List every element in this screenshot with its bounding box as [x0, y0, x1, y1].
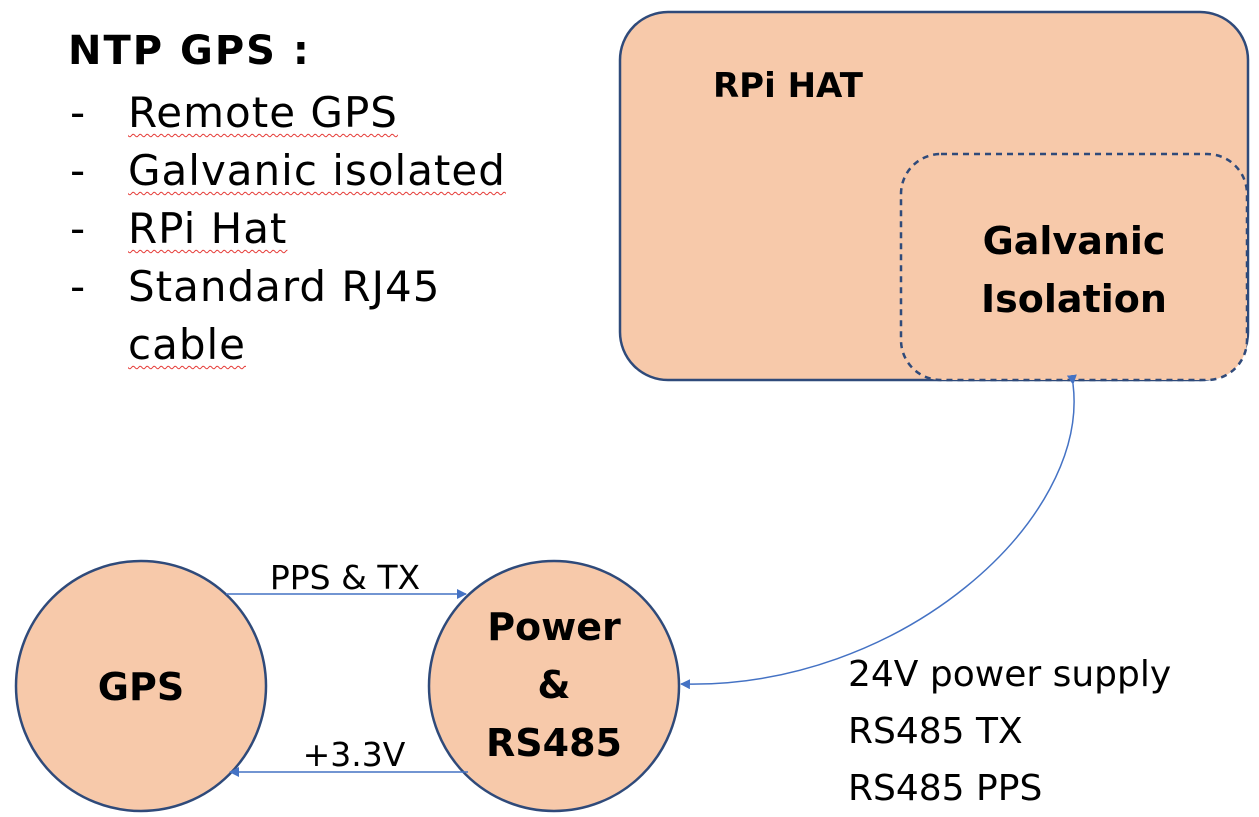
cable-signal-list: 24V power supply RS485 TX RS485 PPS	[848, 646, 1171, 817]
power-node-label-line1: Power	[487, 605, 621, 649]
rj45-cable-arrow	[680, 374, 1077, 690]
feature-item: Standard RJ45	[68, 258, 628, 316]
feature-text-continuation: cable	[128, 320, 246, 369]
cable-signal-item: RS485 PPS	[848, 768, 1043, 809]
power-rs485-node	[427, 559, 681, 813]
feature-item: RPi Hat	[68, 200, 628, 258]
diagram-heading: NTP GPS :	[68, 28, 311, 74]
feature-text: Remote GPS	[128, 88, 398, 137]
feature-list: Remote GPS Galvanic isolated RPi Hat Sta…	[68, 84, 628, 374]
pps-tx-label: PPS & TX	[270, 558, 420, 597]
feature-text: Standard RJ45	[128, 262, 441, 311]
feature-item: cable	[68, 316, 628, 374]
gps-node	[14, 559, 268, 813]
gps-node-label: GPS	[98, 665, 184, 709]
galvanic-isolation-box	[899, 152, 1249, 382]
feature-item: Remote GPS	[68, 84, 628, 142]
feature-text: RPi Hat	[128, 204, 288, 253]
cable-signal-item: 24V power supply	[848, 654, 1172, 695]
feature-text: Galvanic isolated	[128, 146, 506, 195]
galvanic-isolation-label-line2: Isolation	[981, 277, 1167, 321]
rpi-hat-label: RPi HAT	[713, 66, 864, 106]
power-node-label-line2: &	[537, 663, 570, 707]
galvanic-isolation-label-line1: Galvanic	[983, 219, 1166, 263]
power-node-label-line3: RS485	[486, 721, 622, 765]
feature-item: Galvanic isolated	[68, 142, 628, 200]
cable-signal-item: RS485 TX	[848, 711, 1023, 752]
power-3v3-label: +3.3V	[303, 735, 406, 774]
